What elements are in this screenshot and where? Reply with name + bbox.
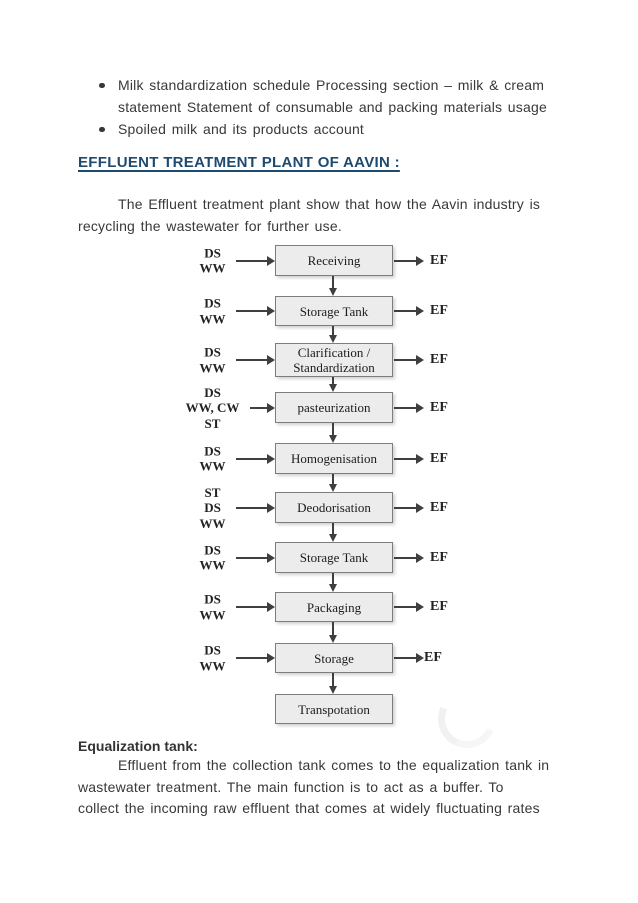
input-streams-label: DS WW [199,295,226,327]
bullet-item-spoiled-milk: Spoiled milk and its products account [78,118,564,140]
section-heading: EFFLUENT TREATMENT PLANT OF AAVIN : [78,154,400,171]
equalization-paragraph: Effluent from the collection tank comes … [78,757,550,816]
down-arrow [328,377,337,392]
flowchart-row-packaging: DS WW Packaging EF [0,591,638,643]
output-arrow [394,552,424,563]
output-arrow [394,355,424,365]
output-arrow [394,653,424,663]
process-box-label: Storage [314,650,354,666]
input-streams-label: DS WW [199,344,226,376]
equalization-section: Equalization tank: Effluent from the col… [78,738,564,820]
equalization-title: Equalization tank: [78,738,198,754]
process-box-label: Clarification / Standardization [293,345,375,375]
down-arrow [328,673,337,694]
effluent-label: EF [424,650,442,665]
flowchart-row-storage-tank-2: DS WW Storage Tank EF [0,542,638,592]
down-arrow [328,326,337,343]
flowchart-row-pasteurization: DS WW, CW ST pasteurization EF [0,384,638,443]
output-arrow [394,502,424,513]
process-box: Storage Tank [275,296,393,326]
input-arrow [236,602,275,612]
input-arrow [236,453,275,464]
input-arrow [236,306,275,316]
flowchart-row-storage-tank-1: DS WW Storage Tank EF [0,295,638,343]
output-arrow [394,402,424,413]
flowchart-row-storage: DS WW Storage EF [0,642,638,694]
process-box: Transpotation [275,694,393,724]
down-arrow [328,276,337,296]
process-box: Homogenisation [275,443,393,474]
down-arrow [328,622,337,643]
intro-paragraph: The Effluent treatment plant show that h… [78,196,541,234]
flowchart-row-homogenisation: DS WW Homogenisation EF [0,443,638,492]
output-arrow [394,602,424,612]
process-box: Deodorisation [275,492,393,523]
output-arrow [394,255,424,266]
output-arrow [394,453,424,464]
process-box-label: Storage Tank [299,303,369,319]
output-arrow [394,306,424,316]
process-box-label: Transpotation [298,701,370,717]
down-arrow [328,474,337,492]
process-box-label: Deodorisation [297,500,371,515]
effluent-label: EF [430,450,448,466]
process-box: Storage [275,643,393,673]
flowchart-row-deodorisation: ST DS WW Deodorisation EF [0,484,638,542]
process-box-label: Storage Tank [299,550,369,565]
effluent-label: EF [430,549,448,565]
down-arrow [328,523,337,542]
bullet-item-milk-standardization: Milk standardization schedule Processing… [78,74,564,118]
effluent-label: EF [430,252,448,268]
input-streams-label: DS WW [199,591,226,623]
input-streams-label: ST DS WW [199,484,226,531]
input-streams-label: DS WW [199,443,226,474]
process-box-label: pasteurization [297,400,371,415]
input-arrow [236,255,275,266]
process-box: Receiving [275,245,393,276]
input-arrow [236,552,275,563]
process-box-label: Receiving [307,253,361,268]
process-box: Packaging [275,592,393,622]
input-arrow [236,355,275,365]
effluent-label: EF [430,399,448,415]
input-streams-label: DS WW, CW ST [185,384,240,431]
input-streams-label: DS WW [199,542,226,573]
process-box: Storage Tank [275,542,393,573]
effluent-label: EF [430,499,448,515]
input-arrow [236,653,275,663]
effluent-label: EF [430,303,448,318]
process-box: Clarification / Standardization [275,343,393,377]
down-arrow [328,573,337,592]
flowchart-row-clarification: DS WW Clarification / Standardization EF [0,343,638,392]
process-box-label: Homogenisation [291,451,377,466]
process-box: pasteurization [275,392,393,423]
process-box-label: Packaging [306,599,362,615]
input-streams-label: DS WW [199,245,226,276]
flowchart-row-receiving: DS WW Receiving EF [0,245,638,296]
bullet-list: Milk standardization schedule Processing… [78,74,564,140]
input-arrow [236,502,275,513]
input-streams-label: DS WW [199,642,226,674]
effluent-label: EF [430,352,448,367]
flowchart-row-transpotation: Transpotation [0,694,638,724]
down-arrow [328,423,337,443]
effluent-label: EF [430,599,448,614]
input-arrow [250,402,275,413]
